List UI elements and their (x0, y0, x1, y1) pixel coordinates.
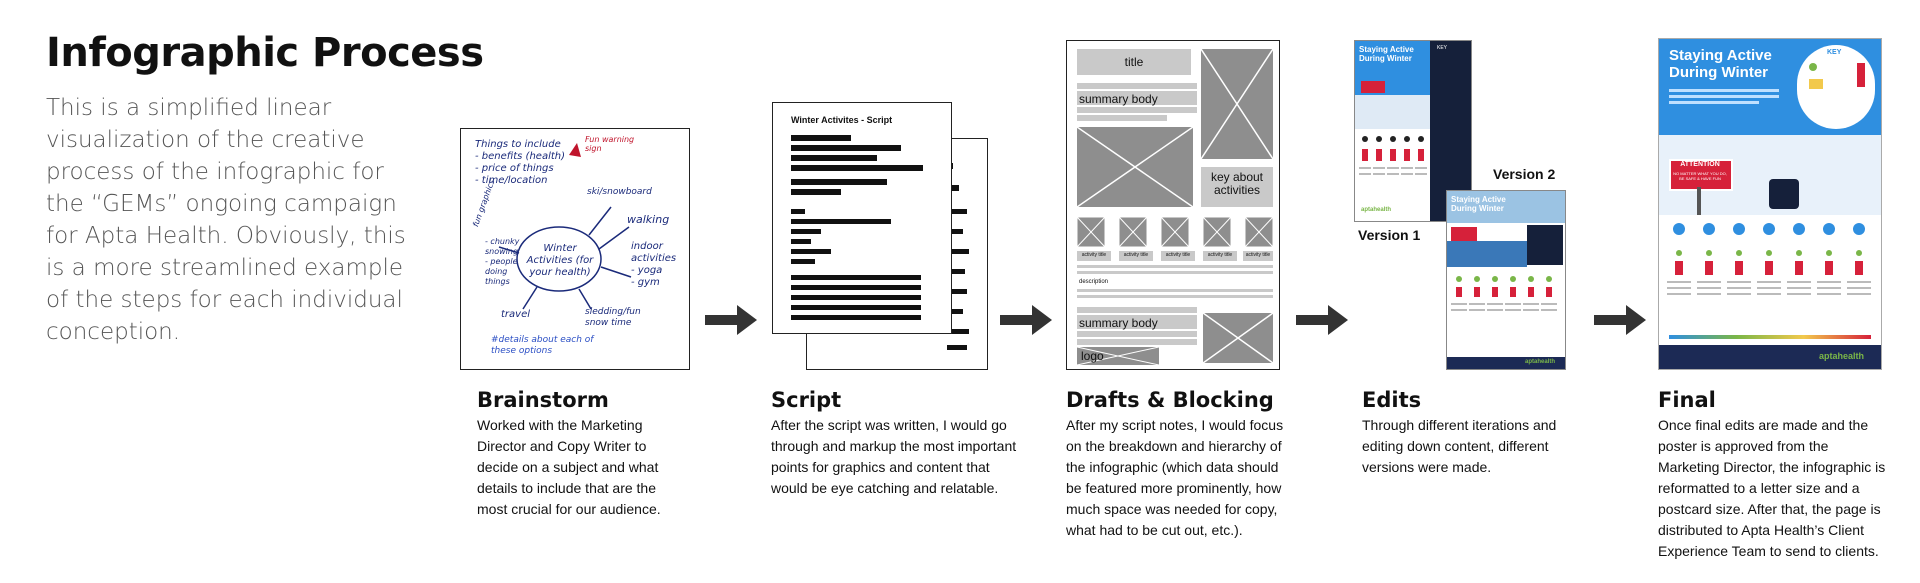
arrow-right-icon (1000, 305, 1052, 335)
script-page-front: Winter Activites - Script (772, 102, 952, 334)
image-placeholder (1203, 313, 1273, 363)
wireframe-summary: summary body (1079, 92, 1158, 106)
sketch-note: - chunky snowing (485, 237, 520, 256)
sketch-note: indoor activities (631, 241, 677, 264)
stage-title-edits: Edits (1362, 388, 1422, 412)
sketch-note: - time/location (475, 175, 548, 186)
poster-headline: Staying Active During Winter (1451, 195, 1506, 213)
version-2-label: Version 2 (1493, 166, 1556, 182)
poster-brand: aptahealth (1525, 359, 1556, 365)
poster-key-label: KEY (1437, 45, 1448, 51)
poster-version-2: Staying Active During Winter aptahealth (1446, 190, 1566, 370)
version-1-label: Version 1 (1358, 227, 1421, 243)
wireframe-logo: logo (1081, 349, 1104, 363)
poster-brand: aptahealth (1361, 207, 1392, 213)
brainstorm-mindmap (498, 143, 632, 310)
stage-desc-script: After the script was written, I would go… (771, 417, 1017, 496)
stage-desc-edits: Through different iterations and editing… (1362, 417, 1557, 475)
script-heading: Winter Activites - Script (791, 115, 893, 125)
final-headline: Staying Active During Winter (1669, 47, 1772, 81)
wireframe-title: title (1124, 55, 1144, 69)
final-activity-grid (1667, 223, 1871, 295)
sketch-note: - gym (631, 277, 660, 288)
logo-placeholder (1077, 347, 1159, 365)
sketch-note: - benefits (health) (475, 151, 566, 162)
stage-desc-drafts: After my script notes, I would focus on … (1066, 417, 1284, 538)
image-placeholder (1201, 49, 1273, 159)
page-title: Infographic Process (46, 30, 484, 76)
poster-version-1: Staying Active During Winter KEY aptahea… (1354, 40, 1472, 222)
wireframe-activity-title: activity title (1165, 252, 1191, 258)
wireframe-activity-title: activity title (1245, 252, 1271, 258)
stage-title-brainstorm: Brainstorm (477, 388, 609, 412)
stage-title-final: Final (1658, 388, 1716, 412)
sketch-note: - price of things (475, 163, 554, 174)
blocking-wireframe: title summary body key about activities (1066, 40, 1280, 370)
arrow-right-icon (1594, 305, 1646, 335)
wireframe-key: key about activities (1210, 170, 1264, 197)
sketch-note: Fun warning sign (585, 135, 635, 153)
sketch-note: - yoga (631, 265, 663, 276)
image-placeholder (1077, 127, 1193, 207)
sketch-note: sledding/fun snow time (585, 307, 641, 328)
stage-desc-brainstorm: Worked with the Marketing Director and C… (477, 417, 661, 517)
brainstorm-sketch: Things to include - benefits (health) - … (460, 128, 690, 370)
wireframe-description: description (1079, 279, 1109, 285)
stage-title-drafts: Drafts & Blocking (1066, 388, 1274, 412)
arrow-right-icon (705, 305, 757, 335)
sketch-note: - people doing things (485, 257, 518, 286)
final-attention: ATTENTION (1680, 161, 1720, 168)
sketch-note: travel (501, 309, 531, 320)
final-key-label: KEY (1827, 49, 1842, 56)
wireframe-activity-title: activity title (1207, 252, 1233, 258)
sketch-note: Things to include (475, 139, 561, 150)
wireframe-summary-2: summary body (1079, 316, 1158, 330)
poster-final: Staying Active During Winter KEY ATTENTI… (1658, 38, 1882, 370)
wireframe-activity-title: activity title (1081, 252, 1107, 258)
poster-headline: Staying Active During Winter (1359, 45, 1414, 63)
final-attention-sub: NO MATTER WHAT YOU DO, BE SAFE & HAVE FU… (1673, 171, 1727, 181)
sketch-note: #details about each of these options (491, 335, 594, 356)
arrow-right-icon (1296, 305, 1348, 335)
sketch-center: Winter Activities (for your health) (526, 243, 594, 278)
final-brand: aptahealth (1819, 351, 1865, 361)
wireframe-activity-title: activity title (1123, 252, 1149, 258)
sketch-note: ski/snowboard (587, 187, 652, 197)
intro-paragraph: This is a simplified linear visualizatio… (46, 95, 406, 345)
stage-desc-final: Once final edits are made and the poster… (1658, 417, 1886, 559)
sketch-note: walking (627, 213, 670, 226)
stage-title-script: Script (771, 388, 842, 412)
